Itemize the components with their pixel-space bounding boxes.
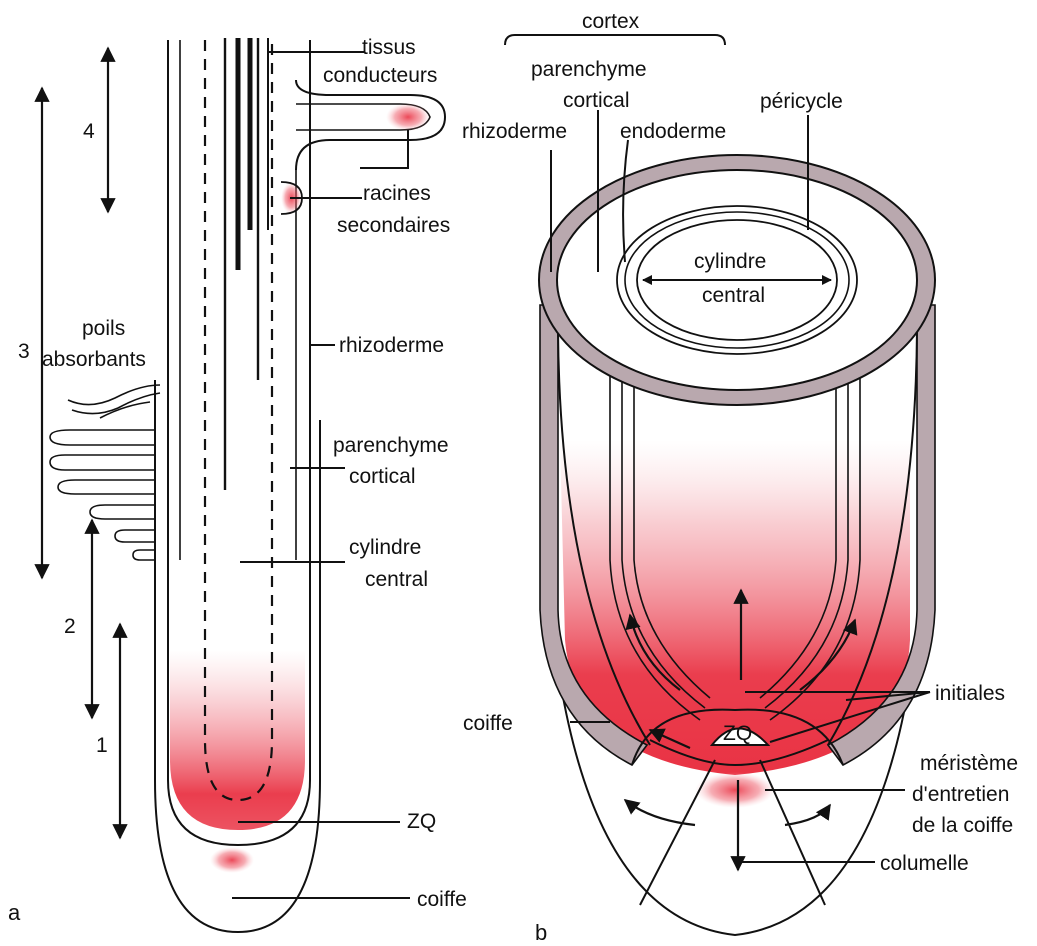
label-cylindre-b: cylindre xyxy=(694,250,766,273)
zone-2-label: 2 xyxy=(64,615,76,638)
zone-3-label: 3 xyxy=(18,340,30,363)
label-rhizoderme-b: rhizoderme xyxy=(462,120,567,143)
label-cortical-b: cortical xyxy=(563,89,630,112)
root-hairs xyxy=(50,385,160,560)
label-cortical-a: cortical xyxy=(349,465,416,488)
label-parenchyme-a: parenchyme xyxy=(333,434,449,457)
label-rhizoderme-a: rhizoderme xyxy=(339,334,444,357)
label-zq-a: ZQ xyxy=(407,810,436,833)
label-cylindre-a: cylindre xyxy=(349,536,421,559)
label-absorbants: absorbants xyxy=(42,348,146,371)
label-conducteurs: conducteurs xyxy=(323,64,437,87)
label-endoderme: endoderme xyxy=(620,120,726,143)
label-delacoiffe: de la coiffe xyxy=(912,814,1013,837)
panel-a-letter: a xyxy=(8,900,21,925)
cap-meristem-red-a xyxy=(210,847,254,873)
panel-b: cortex parenchyme cortical rhizoderme en… xyxy=(462,10,1018,945)
label-columelle: columelle xyxy=(880,852,969,875)
label-coiffe-b: coiffe xyxy=(463,712,513,735)
panel-a: 4 3 2 1 tissus conducteurs racines secon… xyxy=(8,36,467,932)
panel-b-letter: b xyxy=(535,920,547,945)
label-racines: racines xyxy=(363,182,431,205)
zone-1-label: 1 xyxy=(96,734,108,757)
label-poils: poils xyxy=(82,317,125,340)
label-meristeme: méristème xyxy=(920,752,1018,775)
label-tissus: tissus xyxy=(362,36,416,59)
label-cortex: cortex xyxy=(582,10,640,33)
meristem-red-zone-a xyxy=(170,650,305,830)
label-secondaires: secondaires xyxy=(337,214,450,237)
cortex-brace xyxy=(505,35,725,45)
label-coiffe-a: coiffe xyxy=(417,888,467,911)
secondary-root-tip-red xyxy=(386,103,430,131)
zone-4-label: 4 xyxy=(83,120,95,143)
label-dentretien: d'entretien xyxy=(912,783,1009,806)
label-initiales: initiales xyxy=(935,682,1005,705)
label-zq-b: ZQ xyxy=(723,722,752,745)
label-central-a: central xyxy=(365,568,428,591)
label-parenchyme-b: parenchyme xyxy=(531,58,647,81)
label-pericycle: péricycle xyxy=(760,90,843,113)
label-central-b: central xyxy=(702,284,765,307)
